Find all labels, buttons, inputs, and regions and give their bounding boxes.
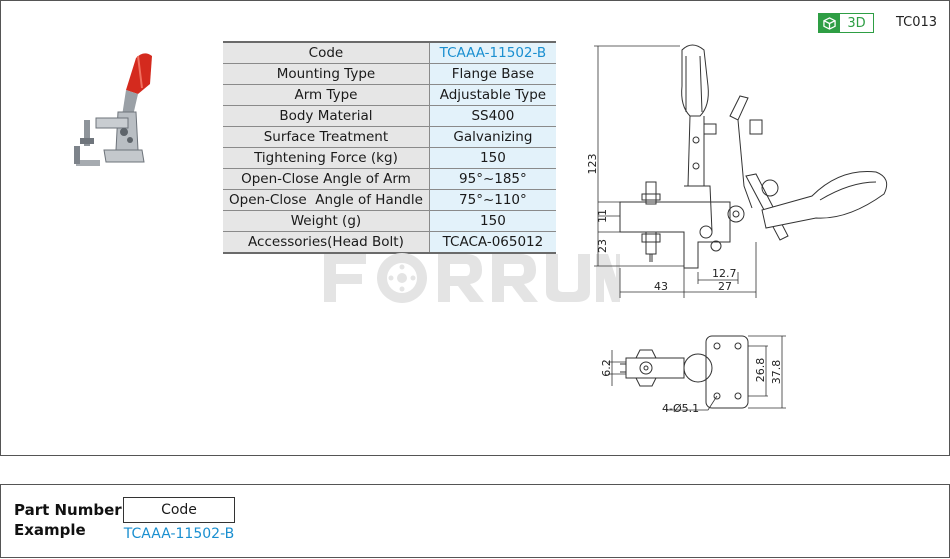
dim-11: 11 [596,209,609,223]
spec-value: 150 [429,147,556,169]
product-photo [74,53,152,166]
table-row: Open-Close Angle of Handle 75°~110° [223,189,556,211]
top-view-drawing: 6.2 26.8 37.8 4-Ø5.1 [600,335,786,415]
part-number-label: Part Number Example [14,501,122,539]
part-number-code-header: Code [123,497,235,523]
dim-26-8: 26.8 [754,358,767,383]
spec-key: Code [223,41,430,64]
dim-43: 43 [654,280,668,293]
forrun-watermark-logo [324,253,620,303]
spec-value: TCACA-065012 [429,231,556,254]
table-row: Tightening Force (kg) 150 [223,147,556,169]
3d-label: 3D [847,15,866,31]
spec-key: Mounting Type [223,63,430,85]
spec-key: Accessories(Head Bolt) [223,231,430,254]
spec-key: Arm Type [223,84,430,106]
spec-key: Body Material [223,105,430,127]
spec-value: 75°~110° [429,189,556,211]
spec-value-code-link[interactable]: TCAAA-11502-B [429,41,556,64]
part-number-code-value: TCAAA-11502-B [123,526,235,542]
spec-value: 95°~185° [429,168,556,190]
spec-value: Adjustable Type [429,84,556,106]
part-number-panel [0,484,950,558]
spec-key: Tightening Force (kg) [223,147,430,169]
spec-value: Galvanizing [429,126,556,148]
dim-27: 27 [718,280,732,293]
dim-37-8: 37.8 [770,360,783,385]
table-row: Weight (g) 150 [223,210,556,232]
table-row: Mounting Type Flange Base [223,63,556,85]
table-row: Surface Treatment Galvanizing [223,126,556,148]
handle-grip [126,53,152,94]
cube-icon [819,14,840,32]
dim-height-total: 123 [586,154,599,175]
spec-key: Weight (g) [223,210,430,232]
spec-key: Open-Close Angle of Arm [223,168,430,190]
spec-table: Code TCAAA-11502-B Mounting Type Flange … [223,41,556,254]
table-row: Body Material SS400 [223,105,556,127]
spec-value: 150 [429,210,556,232]
spec-value: SS400 [429,105,556,127]
table-row: Open-Close Angle of Arm 95°~185° [223,168,556,190]
dim-6-2: 6.2 [600,359,613,377]
table-row: Arm Type Adjustable Type [223,84,556,106]
catalog-code: TC013 [896,15,938,30]
spec-key: Open-Close Angle of Handle [223,189,430,211]
side-view-drawing: 123 11 23 12.7 43 27 [586,44,888,298]
table-row: Code TCAAA-11502-B [223,41,556,64]
dim-holes: 4-Ø5.1 [662,402,699,415]
spec-key: Surface Treatment [223,126,430,148]
3d-view-button[interactable]: 3D [818,13,874,33]
dim-12-7: 12.7 [712,267,737,280]
spec-value: Flange Base [429,63,556,85]
dim-23: 23 [596,239,609,253]
table-row: Accessories(Head Bolt) TCACA-065012 [223,231,556,254]
